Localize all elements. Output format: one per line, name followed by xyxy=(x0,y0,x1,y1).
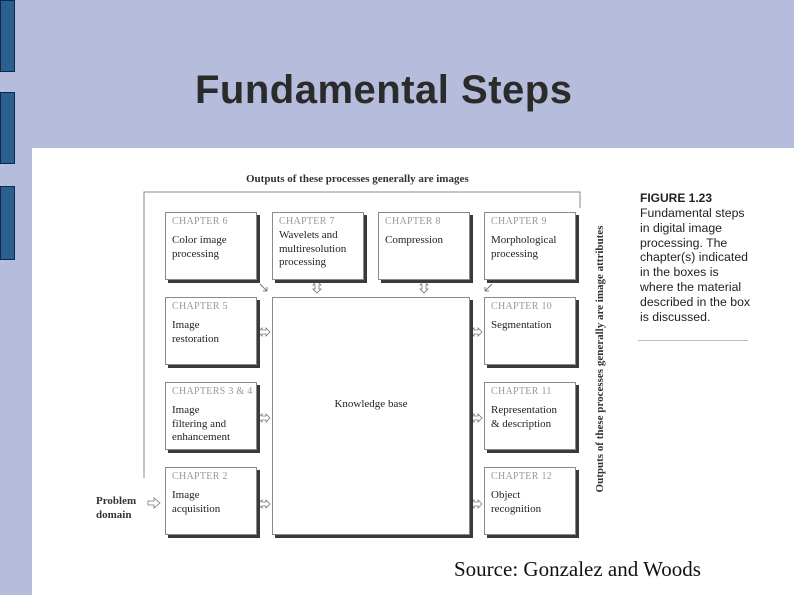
figure-caption: Fundamental steps in digital image proce… xyxy=(640,206,751,324)
chapter-label: CHAPTER 11 xyxy=(491,386,552,397)
attribute-outputs-label: Outputs of these processes generally are… xyxy=(594,225,606,493)
knowledge-base-box: Knowledge base xyxy=(272,297,470,535)
slide-title: Fundamental Steps xyxy=(195,68,573,112)
chapter-label: CHAPTER 5 xyxy=(172,301,228,312)
chapter-label: CHAPTER 10 xyxy=(491,301,553,312)
side-bar-middle xyxy=(0,92,15,164)
process-label: Segmentation xyxy=(491,319,552,331)
chapter-label: CHAPTER 9 xyxy=(491,216,547,227)
diagram-connectors xyxy=(143,191,581,509)
process-label: Wavelets and multiresolution processing xyxy=(279,229,347,268)
chapter-6-box: CHAPTER 6 Color image processing xyxy=(165,212,257,280)
process-label: Morphological processing xyxy=(491,234,557,260)
image-outputs-label: Outputs of these processes generally are… xyxy=(246,173,469,185)
figure-number: FIGURE 1.23 xyxy=(640,191,713,205)
image-output-bracket xyxy=(143,191,581,478)
chapter-label: CHAPTERS 3 & 4 xyxy=(172,386,253,397)
process-label: Object recognition xyxy=(491,489,542,515)
chapter-label: CHAPTER 12 xyxy=(491,471,553,482)
problem-domain-label: Problem domain xyxy=(96,495,137,521)
double-arrows xyxy=(257,280,483,509)
chapter-7-box: CHAPTER 7 Wavelets and multiresolution p… xyxy=(272,212,364,280)
chapter-11-box: CHAPTER 11 Representation & description xyxy=(484,382,576,450)
source-citation: Source: Gonzalez and Woods xyxy=(454,557,701,581)
chapters-3-4-box: CHAPTERS 3 & 4 Image filtering and enhan… xyxy=(165,382,257,450)
process-label: Compression xyxy=(385,234,444,246)
chapter-8-box: CHAPTER 8 Compression xyxy=(378,212,470,280)
chapter-5-box: CHAPTER 5 Image restoration xyxy=(165,297,257,365)
chapter-10-box: CHAPTER 10 Segmentation xyxy=(484,297,576,365)
process-label: Image acquisition xyxy=(172,489,221,515)
chapter-9-box: CHAPTER 9 Morphological processing xyxy=(484,212,576,280)
chapter-label: CHAPTER 6 xyxy=(172,216,228,227)
chapter-label: CHAPTER 2 xyxy=(172,471,228,482)
knowledge-base-label: Knowledge base xyxy=(334,398,408,410)
process-label: Image restoration xyxy=(172,319,220,345)
process-label: Representation & description xyxy=(491,404,557,430)
figure-panel: Outputs of these processes generally are… xyxy=(32,148,794,595)
chapter-2-box: CHAPTER 2 Image acquisition xyxy=(165,467,257,535)
chapter-label: CHAPTER 7 xyxy=(279,216,335,227)
input-arrow xyxy=(147,497,161,509)
chapter-12-box: CHAPTER 12 Object recognition xyxy=(484,467,576,535)
diagonal-arrows xyxy=(259,283,493,292)
side-bar-top xyxy=(0,0,15,72)
caption-divider xyxy=(638,340,748,341)
chapter-label: CHAPTER 8 xyxy=(385,216,441,227)
process-label: Image filtering and enhancement xyxy=(172,404,231,443)
side-bar-bottom xyxy=(0,186,15,260)
process-label: Color image processing xyxy=(172,234,227,260)
